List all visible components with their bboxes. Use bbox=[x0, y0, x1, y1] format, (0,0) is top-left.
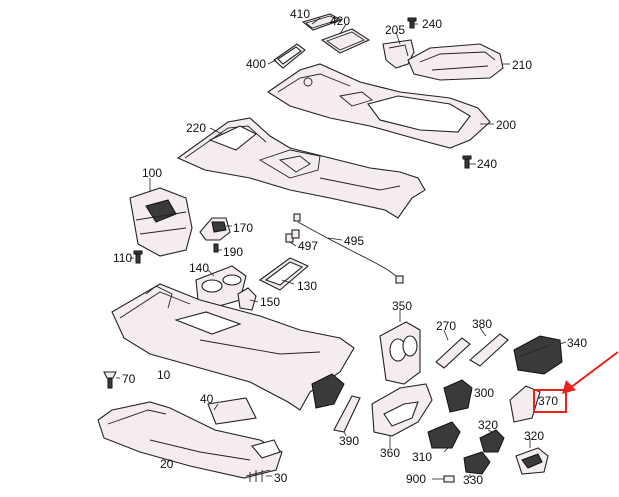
part-190-screw bbox=[213, 243, 219, 253]
callout-30: 30 bbox=[274, 471, 288, 485]
callout-20: 20 bbox=[160, 457, 174, 471]
callout-420: 420 bbox=[330, 14, 350, 28]
part-205 bbox=[382, 39, 415, 69]
leader-lines bbox=[116, 17, 567, 478]
highlight-arrow-line bbox=[569, 351, 619, 389]
part-130-tray bbox=[258, 257, 310, 291]
callout-300: 300 bbox=[474, 386, 494, 400]
part-390-strip bbox=[333, 395, 361, 433]
callout-380: 380 bbox=[472, 317, 492, 331]
part-270 bbox=[435, 337, 471, 369]
highlight-annotation bbox=[533, 351, 619, 413]
callout-330: 330 bbox=[463, 473, 483, 487]
callout-70: 70 bbox=[122, 372, 136, 386]
callout-205: 205 bbox=[385, 23, 405, 37]
part-495-cable bbox=[293, 213, 404, 284]
highlight-box bbox=[533, 389, 567, 413]
part-320-right-switch bbox=[515, 447, 549, 475]
part-20-floor-duct bbox=[97, 401, 283, 479]
callout-240-top: 240 bbox=[422, 17, 442, 31]
part-370-cover bbox=[509, 385, 541, 423]
part-100-shifter bbox=[129, 187, 193, 257]
callout-140: 140 bbox=[189, 261, 209, 275]
callout-495: 495 bbox=[344, 234, 364, 248]
callout-390: 390 bbox=[339, 434, 359, 448]
part-110-screw bbox=[133, 250, 143, 264]
highlight-arrow-head bbox=[562, 380, 576, 394]
callout-270: 270 bbox=[436, 319, 456, 333]
callout-210: 210 bbox=[512, 58, 532, 72]
callout-130: 130 bbox=[297, 279, 317, 293]
part-150 bbox=[237, 287, 257, 311]
callout-labels: 410 420 205 240 400 210 220 200 240 100 … bbox=[113, 7, 587, 487]
part-400 bbox=[273, 43, 306, 69]
callout-110: 110 bbox=[113, 251, 132, 265]
callout-310: 310 bbox=[412, 450, 432, 464]
part-360-bezel bbox=[371, 383, 433, 437]
callout-497: 497 bbox=[298, 239, 318, 253]
callout-370: 370 bbox=[538, 394, 558, 408]
part-210 bbox=[407, 43, 504, 81]
part-170 bbox=[199, 217, 231, 241]
part-310-switch bbox=[427, 421, 461, 449]
callout-10: 10 bbox=[157, 368, 171, 382]
part-410 bbox=[301, 13, 343, 31]
callout-360: 360 bbox=[380, 446, 400, 460]
part-380 bbox=[469, 333, 509, 367]
part-340-module bbox=[513, 335, 563, 375]
part-497-connector bbox=[285, 229, 300, 243]
callout-900: 900 bbox=[406, 472, 426, 486]
part-240-top-screw bbox=[407, 17, 417, 29]
part-330-socket bbox=[463, 451, 491, 475]
callout-320-left: 320 bbox=[478, 418, 498, 432]
part-40-pad bbox=[207, 397, 257, 425]
callout-190: 190 bbox=[223, 245, 243, 259]
part-420 bbox=[320, 28, 371, 54]
callout-350: 350 bbox=[392, 299, 412, 313]
part-320-left-switch bbox=[479, 429, 505, 453]
part-30-clip bbox=[245, 469, 271, 482]
part-70-screw bbox=[103, 371, 117, 389]
callout-100: 100 bbox=[142, 166, 162, 180]
callout-40: 40 bbox=[200, 392, 214, 406]
part-300-switch bbox=[443, 379, 473, 413]
callout-400: 400 bbox=[246, 57, 266, 71]
callout-320-right: 320 bbox=[524, 429, 544, 443]
part-240-lower-screw bbox=[462, 155, 472, 169]
callout-340: 340 bbox=[567, 336, 587, 350]
callout-410: 410 bbox=[290, 7, 310, 21]
callout-220: 220 bbox=[186, 121, 206, 135]
part-10-lower-console bbox=[111, 283, 355, 411]
part-350-switch-frame bbox=[379, 321, 421, 385]
part-200-armrest-base bbox=[267, 63, 491, 149]
callout-150: 150 bbox=[260, 295, 280, 309]
callout-240-bottom: 240 bbox=[477, 157, 497, 171]
part-900-fuse bbox=[432, 475, 455, 483]
callout-170: 170 bbox=[233, 221, 253, 235]
part-220-upper-console bbox=[176, 117, 426, 219]
callout-200: 200 bbox=[496, 118, 516, 132]
